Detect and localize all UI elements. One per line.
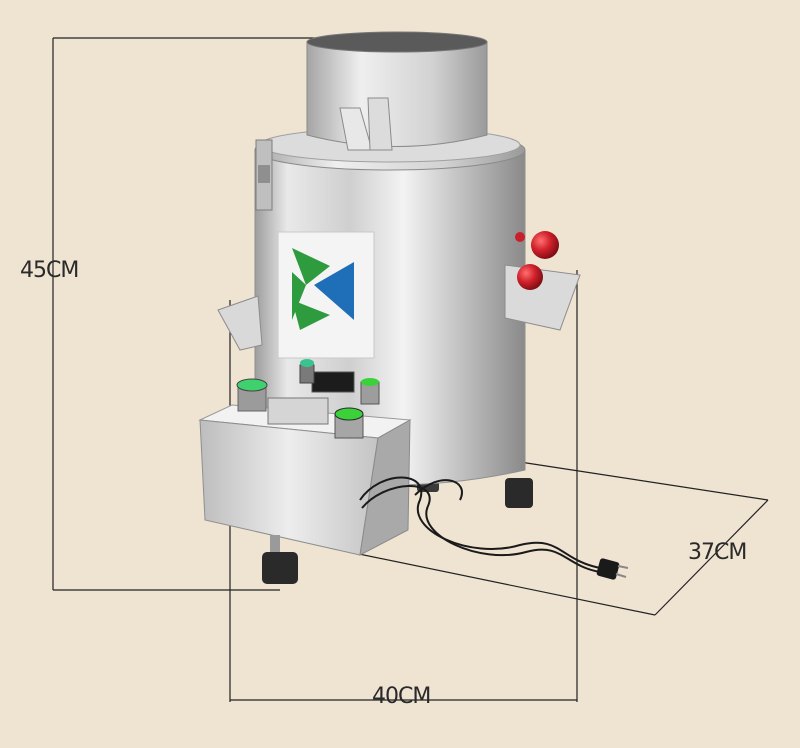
width-label: 40CM (372, 684, 431, 709)
power-plug-icon (596, 558, 629, 580)
power-cord (359, 476, 601, 573)
height-label: 45CM (20, 258, 79, 283)
brand-logo-icon (277, 231, 375, 359)
control-panel (236, 359, 380, 439)
front-foot (262, 535, 298, 584)
dimension-lines (52, 37, 769, 702)
left-spout (217, 295, 263, 351)
feed-chute (306, 31, 488, 151)
depth-label: 37CM (688, 540, 747, 565)
control-box (198, 404, 412, 556)
right-spout (504, 231, 581, 331)
